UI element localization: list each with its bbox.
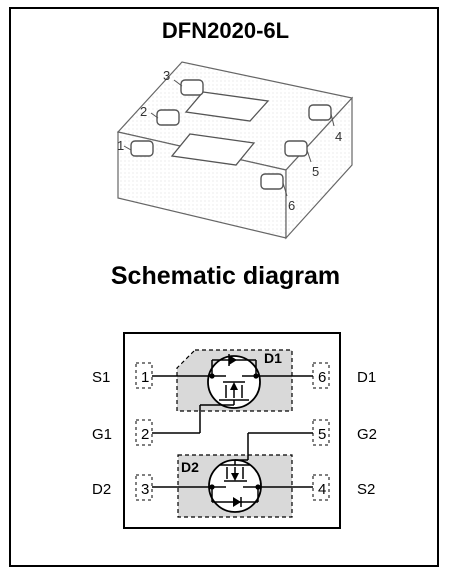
- package-title: DFN2020-6L: [161, 18, 290, 43]
- schematic-title: Schematic diagram: [110, 262, 341, 290]
